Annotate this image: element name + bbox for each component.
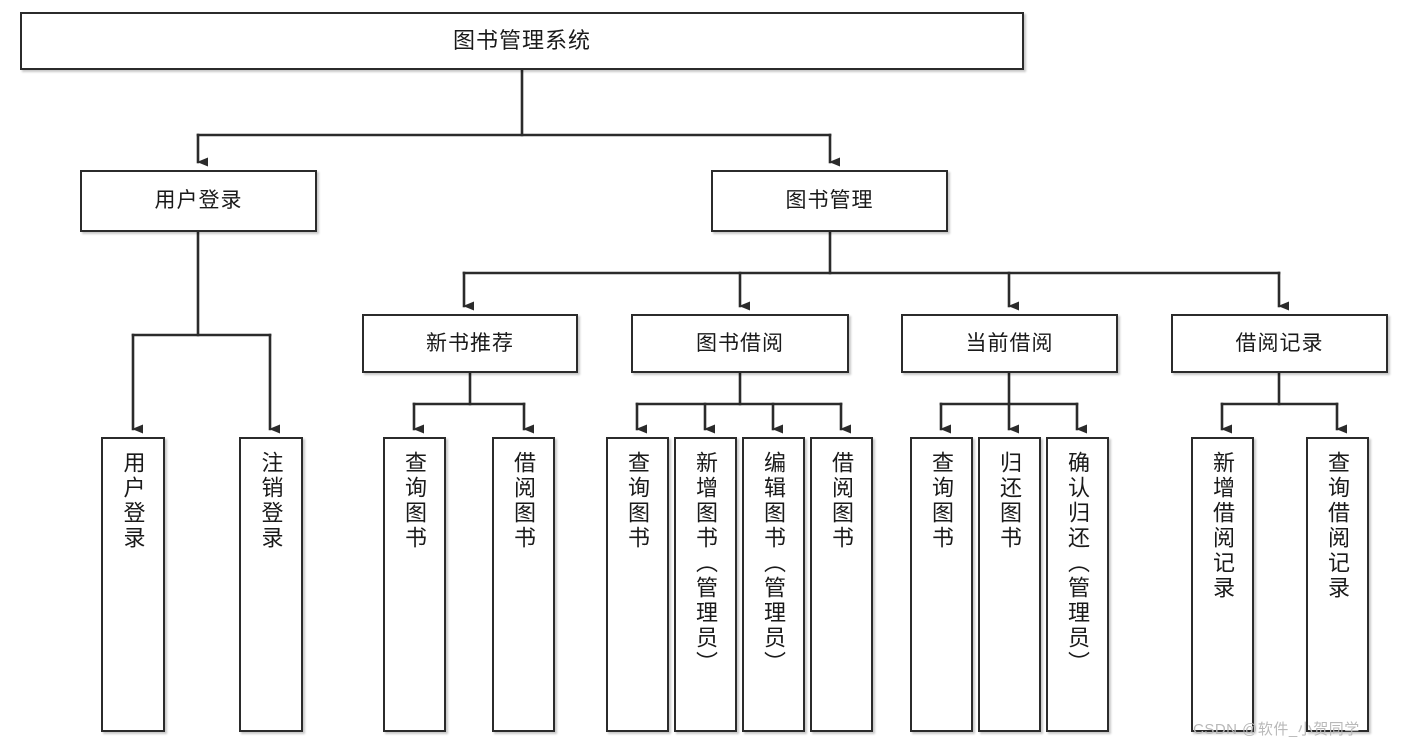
node-label: 图书管理 — [785, 189, 874, 213]
node-user-login[interactable]: 用户登录 — [80, 170, 317, 232]
leaf-confirm-return-admin[interactable]: 确认归还（管理员） — [1046, 437, 1109, 732]
node-label: 查询图书 — [929, 451, 955, 551]
node-label: 注销登录 — [258, 451, 284, 551]
node-label: 确认归还（管理员） — [1065, 451, 1091, 676]
node-label: 新书推荐 — [426, 331, 514, 355]
node-label: 查询图书 — [625, 451, 651, 551]
leaf-query-borrow-record[interactable]: 查询借阅记录 — [1306, 437, 1369, 732]
leaf-borrow-book-recommend[interactable]: 借阅图书 — [492, 437, 555, 732]
csdn-watermark: CSDN @软件_小贺同学 — [1193, 721, 1360, 738]
node-root-book-management-system[interactable]: 图书管理系统 — [20, 12, 1024, 70]
node-book-borrow[interactable]: 图书借阅 — [631, 314, 849, 373]
node-current-borrow[interactable]: 当前借阅 — [901, 314, 1118, 373]
node-label: 图书管理系统 — [452, 27, 591, 53]
leaf-logout[interactable]: 注销登录 — [239, 437, 303, 732]
node-label: 新增图书（管理员） — [693, 451, 719, 676]
node-label: 借阅图书 — [511, 451, 537, 551]
node-borrow-record[interactable]: 借阅记录 — [1171, 314, 1388, 373]
node-label: 当前借阅 — [965, 331, 1054, 355]
leaf-add-borrow-record[interactable]: 新增借阅记录 — [1191, 437, 1254, 732]
node-label: 查询图书 — [402, 451, 428, 551]
node-label: 编辑图书（管理员） — [761, 451, 787, 676]
leaf-return-book[interactable]: 归还图书 — [978, 437, 1041, 732]
node-label: 借阅图书 — [829, 451, 855, 551]
node-label: 新增借阅记录 — [1210, 451, 1236, 601]
node-label: 借阅记录 — [1235, 331, 1324, 355]
leaf-user-login[interactable]: 用户登录 — [101, 437, 165, 732]
node-book-management[interactable]: 图书管理 — [711, 170, 948, 232]
leaf-borrow-book[interactable]: 借阅图书 — [810, 437, 873, 732]
leaf-query-book-current[interactable]: 查询图书 — [910, 437, 973, 732]
leaf-query-book-recommend[interactable]: 查询图书 — [383, 437, 446, 732]
leaf-query-book-borrow[interactable]: 查询图书 — [606, 437, 669, 732]
node-new-book-recommend[interactable]: 新书推荐 — [362, 314, 578, 373]
node-label: 图书借阅 — [696, 331, 784, 355]
leaf-edit-book-admin[interactable]: 编辑图书（管理员） — [742, 437, 805, 732]
node-label: 归还图书 — [997, 451, 1023, 551]
node-label: 用户登录 — [154, 189, 243, 213]
leaf-add-book-admin[interactable]: 新增图书（管理员） — [674, 437, 737, 732]
node-label: 用户登录 — [120, 451, 146, 551]
node-label: 查询借阅记录 — [1325, 451, 1351, 601]
